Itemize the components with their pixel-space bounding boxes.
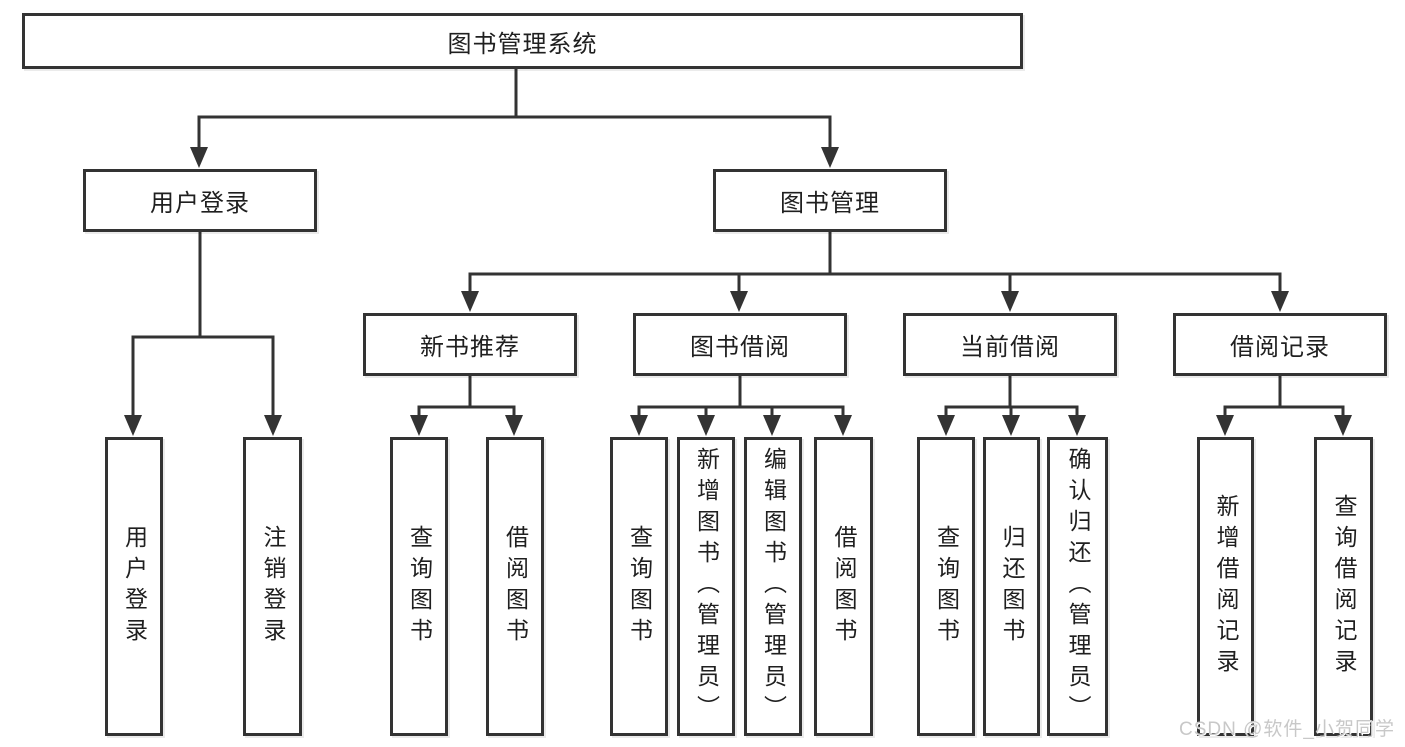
node-book-management-group: 图书管理 [713,169,947,232]
watermark-text: CSDN @软件_小贺同学 [1179,719,1395,740]
leaf-current-query-books: 查询图书 [917,437,975,736]
arrow-head-icon [1334,415,1352,436]
leaf-confirm-return-admin: 确认归还（管理员） [1047,437,1108,736]
node-user-login-group: 用户登录 [83,169,317,232]
arrow-head-icon [630,415,648,436]
arrow-head-icon [1002,415,1020,436]
arrow-head-icon [410,415,428,436]
arrow-head-icon [264,415,282,436]
leaf-user-login: 用户登录 [105,437,163,736]
arrow-head-icon [505,415,523,436]
arrow-head-icon [821,147,839,168]
node-borrow-records: 借阅记录 [1173,313,1387,376]
leaf-recommend-query-books: 查询图书 [390,437,448,736]
leaf-edit-books-admin: 编辑图书（管理员） [744,437,802,736]
node-root: 图书管理系统 [22,13,1023,69]
leaf-query-borrow-record: 查询借阅记录 [1314,437,1373,736]
leaf-borrow-books: 借阅图书 [814,437,873,736]
arrow-head-icon [190,147,208,168]
arrow-head-icon [1068,415,1086,436]
leaf-add-books-admin: 新增图书（管理员） [677,437,735,736]
arrow-head-icon [124,415,142,436]
arrow-head-icon [834,415,852,436]
arrow-head-icon [1271,291,1289,312]
arrow-head-icon [697,415,715,436]
leaf-recommend-borrow-books: 借阅图书 [486,437,544,736]
arrow-head-icon [1216,415,1234,436]
node-book-borrow: 图书借阅 [633,313,847,376]
leaf-logout-login: 注销登录 [243,437,302,736]
leaf-borrow-query-books: 查询图书 [610,437,668,736]
arrow-head-icon [461,291,479,312]
node-new-book-recommend: 新书推荐 [363,313,577,376]
node-current-borrow: 当前借阅 [903,313,1117,376]
leaf-return-books: 归还图书 [983,437,1040,736]
leaf-add-borrow-record: 新增借阅记录 [1197,437,1254,736]
arrow-head-icon [763,415,781,436]
arrow-head-icon [730,291,748,312]
arrow-head-icon [1001,291,1019,312]
arrow-head-icon [937,415,955,436]
